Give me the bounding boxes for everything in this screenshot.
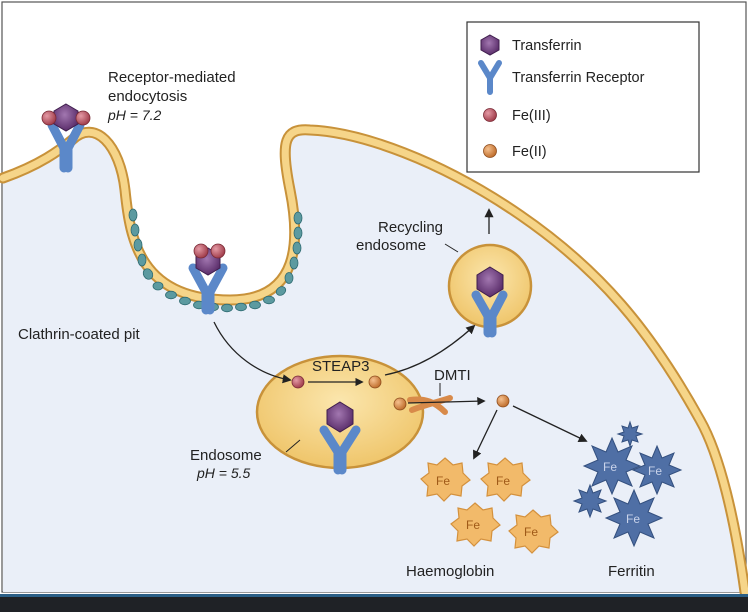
pointer-recycling	[444, 243, 459, 253]
hb-fe-3: Fe	[466, 518, 480, 532]
dmt1-transporter	[407, 383, 486, 415]
legend-transferrin-icon	[480, 34, 500, 56]
ferritin-fe-1: Fe	[603, 460, 617, 474]
endosome	[255, 354, 425, 475]
hb-fe-1: Fe	[436, 474, 450, 488]
cell-membrane-inner	[0, 126, 748, 594]
legend-fe3-icon	[483, 108, 497, 122]
haemoglobin-label: Haemoglobin	[406, 563, 494, 580]
legend-transferrin-label: Transferrin	[512, 38, 582, 54]
pointer-endosome	[285, 439, 301, 453]
arrow-to-ferritin	[512, 405, 588, 442]
arrow-endosome-to-recycling	[384, 324, 476, 376]
clathrin-pit-label: Clathrin-coated pit	[18, 326, 141, 343]
hb-fe-4: Fe	[524, 525, 538, 539]
ferritin-fe-3: Fe	[626, 512, 640, 526]
legend-fe3-label: Fe(III)	[512, 108, 551, 124]
ferritin-cluster	[572, 420, 683, 548]
legend: Transferrin Transferrin Receptor Fe(III)…	[466, 21, 700, 173]
legend-receptor-icon	[478, 60, 502, 95]
surface-receptor-complex	[41, 103, 91, 173]
rme-label-line2: endocytosis	[108, 88, 187, 105]
ferritin-label: Ferritin	[608, 563, 655, 580]
dmt1-label: DMTI	[434, 367, 471, 384]
legend-fe2-icon	[483, 144, 497, 158]
legend-receptor-label: Transferrin Receptor	[512, 70, 645, 86]
hb-fe-2: Fe	[496, 474, 510, 488]
endosome-ph-label: pH = 5.5	[196, 465, 251, 481]
ferritin-fe-2: Fe	[648, 464, 662, 478]
arrow-pit-to-endosome	[213, 321, 292, 384]
arrow-to-haemoglobin	[473, 409, 498, 460]
transferrin-cycle-diagram: Fe Fe Fe Fe Fe Fe Fe Receptor-mediated e…	[0, 1, 748, 594]
legend-fe2-label: Fe(II)	[512, 144, 547, 160]
cytosolic-fe2	[496, 394, 510, 408]
clathrin-coat	[128, 208, 303, 313]
recycling-label-line1: Recycling	[378, 219, 443, 236]
endosome-label: Endosome	[190, 447, 262, 464]
recycling-endosome	[447, 243, 533, 338]
bottom-bar-accent	[0, 594, 748, 597]
pit-receptor-complex	[188, 243, 228, 315]
recycling-label-line2: endosome	[356, 237, 426, 254]
bottom-bar	[0, 594, 748, 612]
rme-ph-label: pH = 7.2	[107, 107, 162, 123]
steap3-label: STEAP3	[312, 358, 370, 375]
haemoglobin-cluster	[420, 457, 559, 554]
rme-label-line1: Receptor-mediated	[108, 69, 236, 86]
